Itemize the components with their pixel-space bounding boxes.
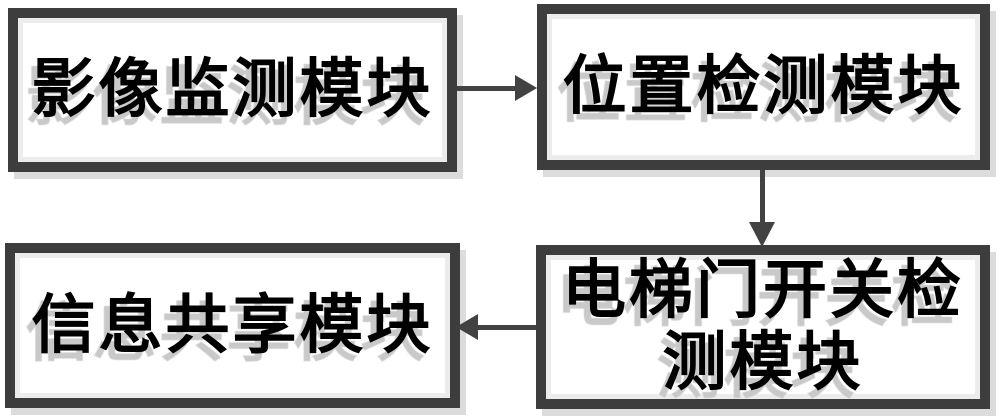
node-label: 位置检测模块 bbox=[562, 49, 965, 124]
node-label: 影像监测模块 bbox=[31, 52, 434, 127]
node-information-sharing-module: 信息共享模块 bbox=[5, 243, 460, 408]
arrow-position-detection-to-door-detection bbox=[749, 170, 775, 247]
arrow-down-head-icon bbox=[749, 222, 775, 247]
arrow-shaft bbox=[760, 170, 765, 226]
arrow-left-head-icon bbox=[456, 314, 478, 340]
node-label: 电梯门开关检 测模块 bbox=[562, 253, 964, 400]
node-elevator-door-switch-detection-module: 电梯门开关检 测模块 bbox=[536, 245, 990, 409]
arrow-shaft bbox=[457, 86, 519, 91]
node-position-detection-module: 位置检测模块 bbox=[537, 4, 990, 170]
arrow-right-head-icon bbox=[515, 75, 537, 101]
arrow-door-detection-to-information-sharing bbox=[456, 314, 536, 340]
arrow-shaft bbox=[474, 325, 536, 330]
node-label: 信息共享模块 bbox=[31, 287, 434, 363]
arrow-image-monitoring-to-position-detection bbox=[457, 75, 537, 101]
node-image-monitoring-module: 影像监测模块 bbox=[8, 8, 457, 172]
